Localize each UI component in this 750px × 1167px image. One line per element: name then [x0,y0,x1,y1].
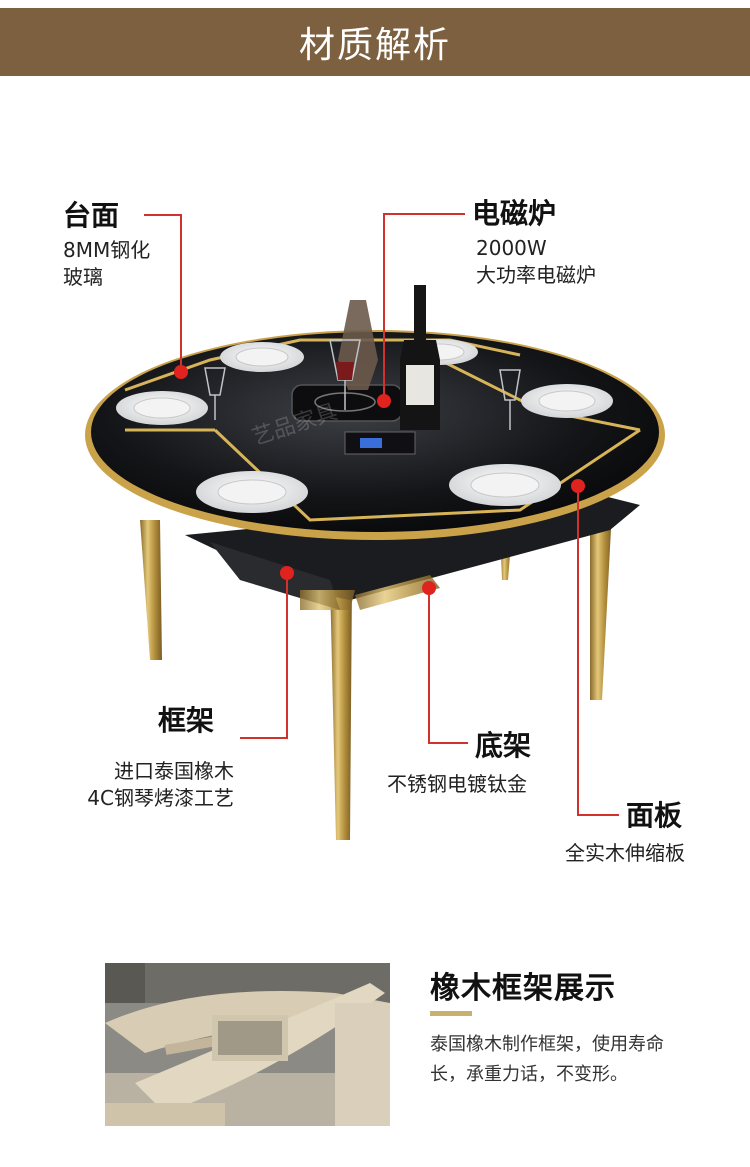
frame-title: 框架 [158,704,215,737]
oak-frame-photo [105,963,390,1126]
frame-spec-1: 进口泰国橡木 [114,759,234,783]
title-accent-bar [430,1011,472,1016]
base-spec-1: 不锈钢电镀钛金 [387,772,527,796]
place-setting [196,471,308,513]
panel-spec-1: 全实木伸缩板 [565,841,685,865]
leader-line [577,486,579,816]
tabletop-title: 台面 [63,199,120,232]
wine-glass [204,339,521,430]
place-setting [220,342,304,372]
leader-line [428,742,468,744]
base-title: 底架 [475,729,532,762]
induction-cooker [291,384,416,455]
callout-dot [422,581,436,595]
wine-bottle [400,285,440,430]
induction-spec-1: 2000W [476,236,547,260]
place-setting [521,384,613,418]
callout-dot [174,365,188,379]
table-leg [330,580,352,840]
base-bracket [355,575,440,610]
leader-line [240,737,288,739]
tabletop-spec-2: 玻璃 [63,265,103,289]
induction-title: 电磁炉 [472,197,557,230]
section-header: 材质解析 [0,8,750,76]
induction-spec-2: 大功率电磁炉 [476,263,596,287]
place-setting [116,391,208,425]
table-illustration: 艺品家具 [85,285,665,840]
table-leg [590,510,612,700]
panel-title: 面板 [626,799,683,832]
oak-frame-title: 橡木框架展示 [430,971,616,1006]
frame-spec-2: 4C钢琴烤漆工艺 [87,786,234,810]
oak-frame-description: 泰国橡木制作框架，使用寿命长，承重力话，不变形。 [430,1034,664,1085]
leader-line [383,213,465,215]
section-title: 材质解析 [298,25,451,66]
leader-line [286,572,288,739]
callout-dot [280,566,294,580]
callout-dot [377,394,391,408]
place-setting [449,464,561,506]
tabletop-spec-1: 8MM钢化 [63,238,151,262]
leader-line [428,588,430,744]
callout-dot [571,479,585,493]
leader-line [579,814,619,816]
red-wine [336,362,354,380]
table-leg [140,520,162,660]
leader-line [144,214,182,216]
leader-line [383,213,385,400]
base-bracket [300,590,355,610]
leader-line [180,214,182,371]
